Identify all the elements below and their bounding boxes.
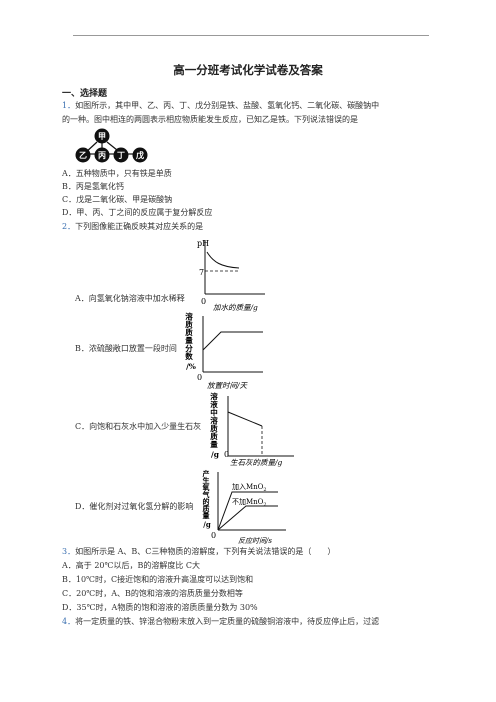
q1-diagram: 甲 乙 丙 丁 戊 — [75, 128, 148, 163]
page-title: 高一分班考试化学试卷及答案 — [173, 63, 323, 77]
ph-curve — [206, 251, 240, 269]
svg-text:/%: /% — [186, 362, 196, 371]
q1-line2: 的一种。图中相连的两圆表示相应物质能发生反应，已知乙是铁。下列说法错误的是 — [62, 115, 358, 124]
svg-text:/g: /g — [211, 450, 220, 459]
svg-text:的: 的 — [203, 497, 210, 506]
graph-a: pH 7 0 加水的质量/g — [197, 239, 265, 312]
svg-text:乙: 乙 — [79, 150, 87, 160]
graph-c: 溶 液 中 溶 质 质 量 /g 0 生石灰的质量/g — [210, 391, 294, 467]
without-mno2-line — [217, 505, 278, 531]
svg-text:氧: 氧 — [202, 483, 210, 492]
svg-text:量: 量 — [210, 439, 218, 449]
q1-option-d: D．甲、丙、丁之间的反应属于复分解反应 — [62, 208, 213, 217]
q4-stem: 4．将一定质量的铁、锌混合物粉末放入到一定质量的硫酸铜溶液中，待反应停止后，过滤 — [62, 617, 380, 626]
q3-number: 3． — [62, 547, 76, 556]
solute-line — [227, 411, 263, 427]
q2-number: 2． — [62, 222, 76, 231]
q4-number: 4． — [62, 617, 76, 626]
q3-option-d: D．35℃时，A物质的饱和溶液的溶质质量分数为 30% — [62, 603, 258, 612]
svg-text:质: 质 — [185, 327, 193, 337]
svg-text:量: 量 — [185, 335, 193, 345]
svg-text:气: 气 — [202, 490, 210, 499]
q3-stem: 3．如图所示是 A、B、C三种物质的溶解度，下列有关说法错误的是（ ） — [62, 547, 336, 556]
svg-text:液: 液 — [210, 399, 218, 409]
legend-with-mno2: 加入MnO2 — [232, 482, 267, 493]
svg-text:甲: 甲 — [98, 131, 106, 141]
graph-b: 溶 质 质 量 分 数 /% 0 放置时间/天 — [185, 311, 263, 390]
svg-text:质: 质 — [185, 319, 193, 329]
svg-text:丁: 丁 — [117, 150, 125, 160]
svg-text:质: 质 — [203, 504, 210, 513]
svg-text:0: 0 — [224, 450, 229, 459]
q2-stem: 2．下列图像能正确反映其对应关系的是 — [62, 222, 204, 231]
svg-text:质: 质 — [210, 423, 218, 433]
q2-option-d: D．催化剂对过氧化氢分解的影响 — [75, 502, 194, 511]
svg-text:/g: /g — [203, 520, 211, 529]
svg-text:溶: 溶 — [210, 415, 218, 425]
section-heading: 一、选择题 — [62, 89, 108, 99]
svg-text:产: 产 — [203, 469, 210, 478]
svg-text:量: 量 — [203, 511, 210, 520]
node-bing — [94, 147, 110, 163]
graph-d: 产 生 氧 气 的 质 量 /g 加入MnO2 不加MnO2 0 反应时间/s — [202, 469, 286, 545]
svg-text:溶: 溶 — [210, 391, 218, 401]
concentration-line — [202, 331, 263, 351]
with-mno2-line — [217, 491, 278, 531]
svg-text:分: 分 — [185, 343, 193, 353]
node-ding — [113, 147, 129, 163]
svg-text:0: 0 — [197, 373, 202, 382]
q2-option-a: A．向氢氧化钠溶液中加水稀释 — [75, 294, 185, 303]
q1-number: 1． — [62, 101, 76, 110]
svg-text:反应时间/s: 反应时间/s — [238, 537, 272, 545]
svg-text:0: 0 — [201, 297, 206, 306]
q2-option-b: B．浓硫酸敞口放置一段时间 — [75, 344, 177, 353]
q1-option-c: C．戊是二氧化碳、甲是碳酸钠 — [62, 195, 173, 204]
svg-text:7: 7 — [199, 268, 204, 277]
q2-option-c: C．向饱和石灰水中加入少量生石灰 — [75, 422, 202, 431]
svg-text:0: 0 — [211, 531, 216, 540]
node-wu — [132, 147, 148, 163]
svg-text:pH: pH — [197, 239, 209, 248]
svg-text:数: 数 — [185, 351, 193, 361]
svg-text:生石灰的质量/g: 生石灰的质量/g — [230, 458, 283, 467]
q3-option-c: C．20℃时，A、B的饱和溶液的溶质质量分数相等 — [62, 589, 243, 598]
header-rule — [73, 35, 429, 36]
q3-option-a: A．高于 20℃以后，B的溶解度比 C大 — [62, 561, 200, 570]
svg-text:质: 质 — [210, 431, 218, 441]
q1-line1: 1．如图所示，其中甲、乙、丙、丁、戊分别是铁、盐酸、氢氧化钙、二氧化碳、碳酸钠中 — [62, 101, 380, 110]
svg-text:溶: 溶 — [185, 311, 193, 321]
q1-option-b: B．丙是氢氧化钙 — [62, 182, 124, 191]
node-yi — [75, 147, 91, 163]
q3-option-b: B．10℃时，C接近饱和的溶液升高温度可以达到饱和 — [62, 575, 254, 584]
svg-text:中: 中 — [210, 407, 218, 417]
svg-text:放置时间/天: 放置时间/天 — [207, 381, 249, 390]
svg-text:生: 生 — [203, 476, 210, 485]
legend-without-mno2: 不加MnO2 — [232, 497, 267, 508]
svg-text:加水的质量/g: 加水的质量/g — [213, 303, 258, 312]
q1-option-a: A．五种物质中，只有铁是单质 — [62, 169, 172, 178]
svg-text:丙: 丙 — [98, 150, 106, 160]
node-jia — [94, 128, 110, 144]
svg-text:戊: 戊 — [135, 150, 144, 160]
